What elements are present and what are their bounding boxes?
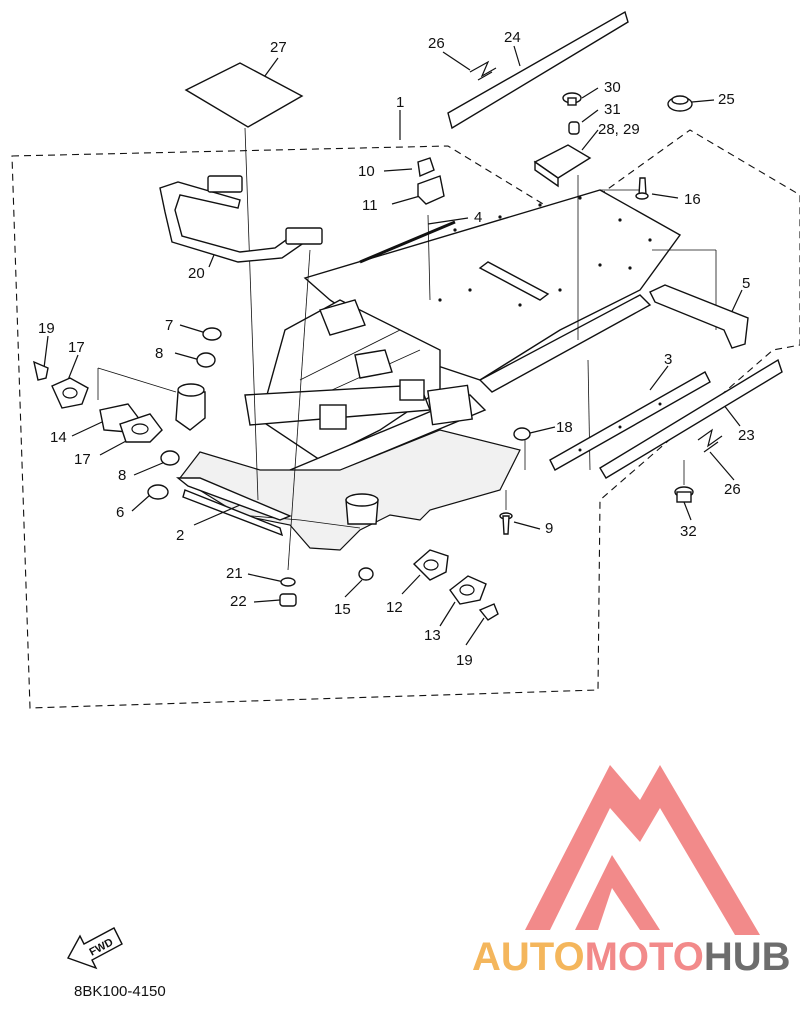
callout-2: 2 <box>176 527 184 544</box>
logo-triangle-mark <box>525 765 760 935</box>
strip-part-24 <box>447 10 629 130</box>
callout-27: 27 <box>270 39 287 56</box>
handle-part-20 <box>159 175 323 263</box>
callout-9: 9 <box>545 520 553 537</box>
strip-part-23 <box>599 358 783 479</box>
callout-32: 32 <box>680 523 697 540</box>
callout-31: 31 <box>604 101 621 118</box>
watermark-moto: MOTO <box>585 935 704 979</box>
callout-28-29: 28, 29 <box>598 121 640 138</box>
automotohub-logo: AUTOMOTOHUB <box>472 765 791 979</box>
callout-8-bottom: 8 <box>118 467 126 484</box>
flange-part-13 <box>449 575 487 605</box>
callout-4: 4 <box>474 209 482 226</box>
leader-lines <box>43 45 743 646</box>
fwd-arrow-icon: FWD <box>66 927 123 970</box>
callout-labels: 1 2 3 4 5 6 7 8 8 9 10 11 12 13 14 15 16… <box>38 29 755 669</box>
bolt-part-19-left <box>33 360 49 381</box>
pin-part-16 <box>635 177 649 200</box>
callout-23: 23 <box>738 427 755 444</box>
gasket-part-12 <box>412 549 449 581</box>
callout-19-right: 19 <box>456 652 473 669</box>
callout-15: 15 <box>334 601 351 618</box>
bushing-part-15 <box>358 567 374 581</box>
washer-part-21 <box>280 577 296 587</box>
callout-12: 12 <box>386 599 403 616</box>
callout-17-top: 17 <box>68 339 85 356</box>
callout-10: 10 <box>358 163 375 180</box>
cap-part-25 <box>667 95 693 112</box>
callout-26-bottom: 26 <box>724 481 741 498</box>
callout-5: 5 <box>742 275 750 292</box>
rod-part-4 <box>359 220 456 264</box>
bolt-part-19-right <box>478 603 499 621</box>
callout-6: 6 <box>116 504 124 521</box>
callout-8-top: 8 <box>155 345 163 362</box>
callout-16: 16 <box>684 191 701 208</box>
callout-3: 3 <box>664 351 672 368</box>
plug-part-32 <box>674 486 694 503</box>
callout-25: 25 <box>718 91 735 108</box>
gasket-part-17-top <box>51 377 89 409</box>
nut-bracket-parts-10-11 <box>417 157 445 205</box>
callout-7: 7 <box>165 317 173 334</box>
clip-part-26-top <box>469 60 497 81</box>
cap-part-18 <box>513 427 531 441</box>
callout-1: 1 <box>396 94 404 111</box>
callout-11: 11 <box>362 197 378 214</box>
gasket-part-17-bottom <box>119 413 163 443</box>
assembly-boundary <box>11 129 800 709</box>
sticker-part-27 <box>184 62 304 128</box>
diagram-code: 8BK100-4150 <box>74 983 166 1000</box>
watermark-auto: AUTO <box>472 935 585 979</box>
callout-14: 14 <box>50 429 67 446</box>
callout-22: 22 <box>230 593 247 610</box>
clip-part-26-bottom <box>697 428 723 453</box>
bracket-part-5 <box>649 284 749 349</box>
callout-19-left: 19 <box>38 320 55 337</box>
callout-17-bottom: 17 <box>74 451 91 468</box>
callout-24: 24 <box>504 29 521 46</box>
watermark-hub: HUB <box>704 935 791 979</box>
nut-part-22 <box>279 593 297 607</box>
svg-text:AUTOMOTOHUB: AUTOMOTOHUB <box>472 935 791 979</box>
callout-18: 18 <box>556 419 573 436</box>
small-parts-28-31 <box>533 92 592 188</box>
main-frame <box>175 189 682 551</box>
bushings-parts-6-7-8 <box>147 327 222 500</box>
callout-20: 20 <box>188 265 205 282</box>
callout-13: 13 <box>424 627 441 644</box>
callout-26-top: 26 <box>428 35 445 52</box>
callout-30: 30 <box>604 79 621 96</box>
rail-part-3 <box>549 371 711 471</box>
pin-part-9 <box>499 512 513 535</box>
callout-21: 21 <box>226 565 243 582</box>
